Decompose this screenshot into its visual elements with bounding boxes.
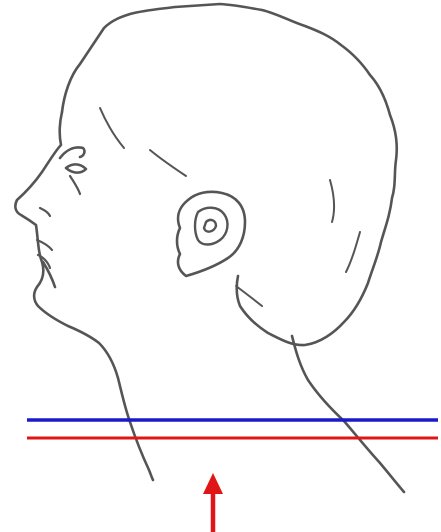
hair-outline	[62, 4, 397, 345]
arrow-head	[203, 473, 223, 494]
upward-arrow	[203, 473, 223, 532]
back-of-neck-outline	[292, 336, 404, 492]
nostril	[40, 208, 50, 216]
eye	[66, 164, 86, 172]
ear-inner	[195, 208, 227, 245]
eye-lash	[70, 176, 80, 194]
ear	[177, 192, 245, 276]
hair-texture	[100, 108, 360, 306]
eyebrow	[60, 147, 84, 158]
